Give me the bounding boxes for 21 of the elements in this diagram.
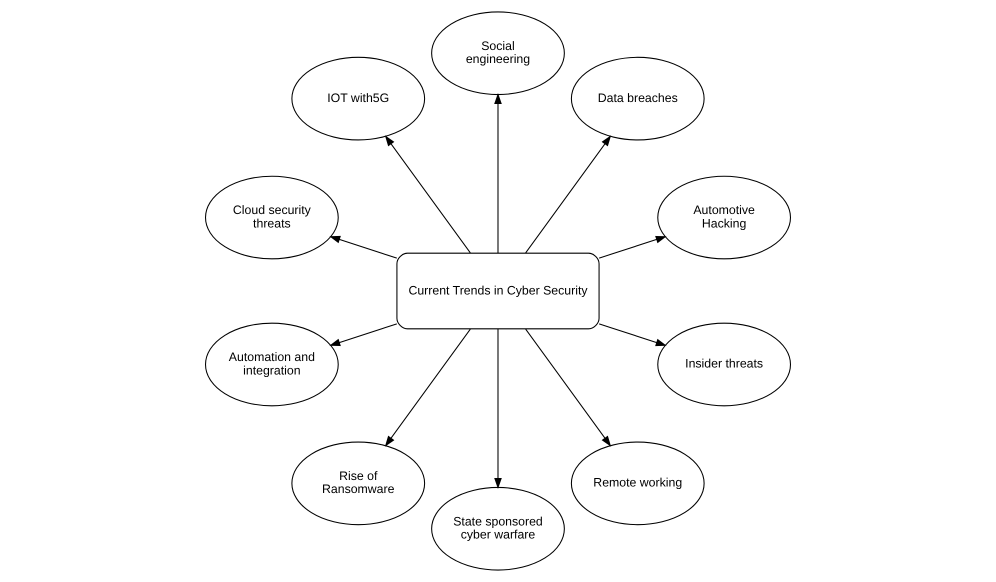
arrow: [329, 236, 397, 259]
arrow: [599, 236, 667, 259]
node-ellipse: Cloud security threats: [204, 176, 339, 260]
node-ellipse: Remote working: [570, 442, 705, 526]
arrow: [525, 135, 612, 254]
node-ellipse: Data breaches: [570, 56, 705, 140]
node-box: Current Trends in Cyber Security: [396, 252, 600, 330]
arrow: [494, 328, 502, 489]
arrow: [494, 93, 502, 254]
node-ellipse: Social engineering: [431, 11, 565, 96]
node-ellipse: Rise of Ransomware: [291, 442, 426, 526]
node-ellipse: IOT with5G: [291, 56, 426, 140]
node-ellipse: Automotive Hacking: [657, 176, 792, 260]
node-ellipse: Insider threats: [657, 322, 792, 406]
node-ellipse: State sponsored cyber warfare: [431, 486, 565, 571]
node-ellipse: Automation and integration: [204, 322, 339, 406]
arrow: [384, 135, 471, 254]
arrow: [525, 328, 612, 447]
arrow: [599, 323, 667, 346]
arrow: [329, 323, 397, 346]
arrow: [384, 328, 471, 447]
